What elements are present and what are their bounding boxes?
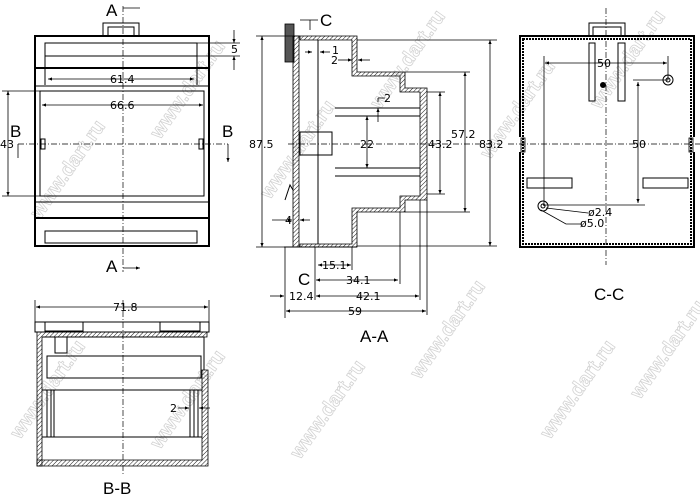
dim-57-2: 57.2	[451, 128, 476, 141]
section-b-marker-right: B	[222, 122, 233, 141]
flap-right	[159, 321, 201, 332]
dim-22: 22	[360, 138, 374, 151]
watermark: www.dart.ru	[626, 296, 700, 403]
dim-12-4: 12.4	[289, 290, 314, 303]
dim-34-1: 34.1	[346, 274, 371, 287]
dim-50-vertical: 50	[632, 138, 646, 151]
dim-66-6: 66.6	[110, 99, 135, 112]
watermark: www.dart.ru	[286, 356, 370, 463]
section-a-marker-bottom: A	[106, 257, 118, 276]
top-latch	[588, 22, 626, 37]
dim-2-fin: 2	[384, 92, 391, 105]
dim-hole-diameter-outer: ø5.0	[580, 217, 604, 230]
watermark: www.dart.ru	[366, 6, 450, 113]
front-outline	[34, 35, 210, 247]
dim-83-2: 83.2	[479, 138, 504, 151]
dim-71-8: 71.8	[113, 301, 138, 314]
housing-wall-section	[299, 35, 428, 248]
dim-43-2: 43.2	[428, 138, 453, 151]
dim-15-1: 15.1	[322, 259, 347, 272]
section-a-marker-top: A	[106, 1, 118, 20]
center-boss	[299, 131, 333, 156]
section-c-marker-top: C	[320, 11, 332, 30]
dim-hole-diameter-inner: ø2.4	[588, 206, 612, 219]
front-panel-section	[292, 35, 300, 248]
section-cc-view: 50 50 ø2.4 ø5.0 C-C	[508, 8, 700, 304]
dim-2-bb: 2	[170, 402, 177, 415]
mount-hole-bottom	[537, 200, 549, 212]
front-view: A A B B 5 61.4 66.6 43	[0, 1, 240, 276]
slot-lower-left	[526, 177, 573, 189]
section-bb-view: 71.8 2 B-B	[34, 300, 210, 498]
dim-1: 1	[332, 44, 339, 57]
dim-61-4: 61.4	[110, 73, 135, 86]
flap-left	[44, 321, 84, 332]
watermark: www.dart.ru	[146, 346, 230, 453]
section-b-marker-left: B	[10, 122, 21, 141]
dim-87-5: 87.5	[249, 138, 274, 151]
watermark: www.dart.ru	[146, 36, 230, 143]
section-bb-title: B-B	[103, 479, 131, 498]
front-window	[39, 90, 205, 197]
slot-lower-right	[642, 177, 689, 189]
dim-2-wall: 2	[331, 54, 338, 67]
section-aa-title: A-A	[360, 327, 389, 346]
dim-4: 4	[285, 214, 292, 227]
dim-42-1: 42.1	[356, 290, 381, 303]
section-cc-title: C-C	[594, 285, 624, 304]
dim-43: 43	[0, 138, 14, 151]
cc-outline	[519, 35, 695, 248]
dim-50-horizontal: 50	[597, 57, 611, 70]
slot-left	[588, 42, 596, 102]
dim-5: 5	[231, 43, 238, 56]
section-aa-view: C C 1 2 2 4 87.5 22 43.2 57.2 83.2 15.1 …	[249, 11, 504, 346]
slot-right	[617, 42, 626, 102]
watermark: www.dart.ru	[536, 336, 620, 443]
section-c-marker-bottom: C	[298, 270, 310, 289]
dim-59: 59	[348, 305, 362, 318]
bottom-slot	[44, 230, 198, 244]
watermark: www.dart.ru	[26, 116, 110, 223]
watermark: www.dart.ru	[406, 276, 490, 383]
center-pin	[600, 82, 606, 88]
